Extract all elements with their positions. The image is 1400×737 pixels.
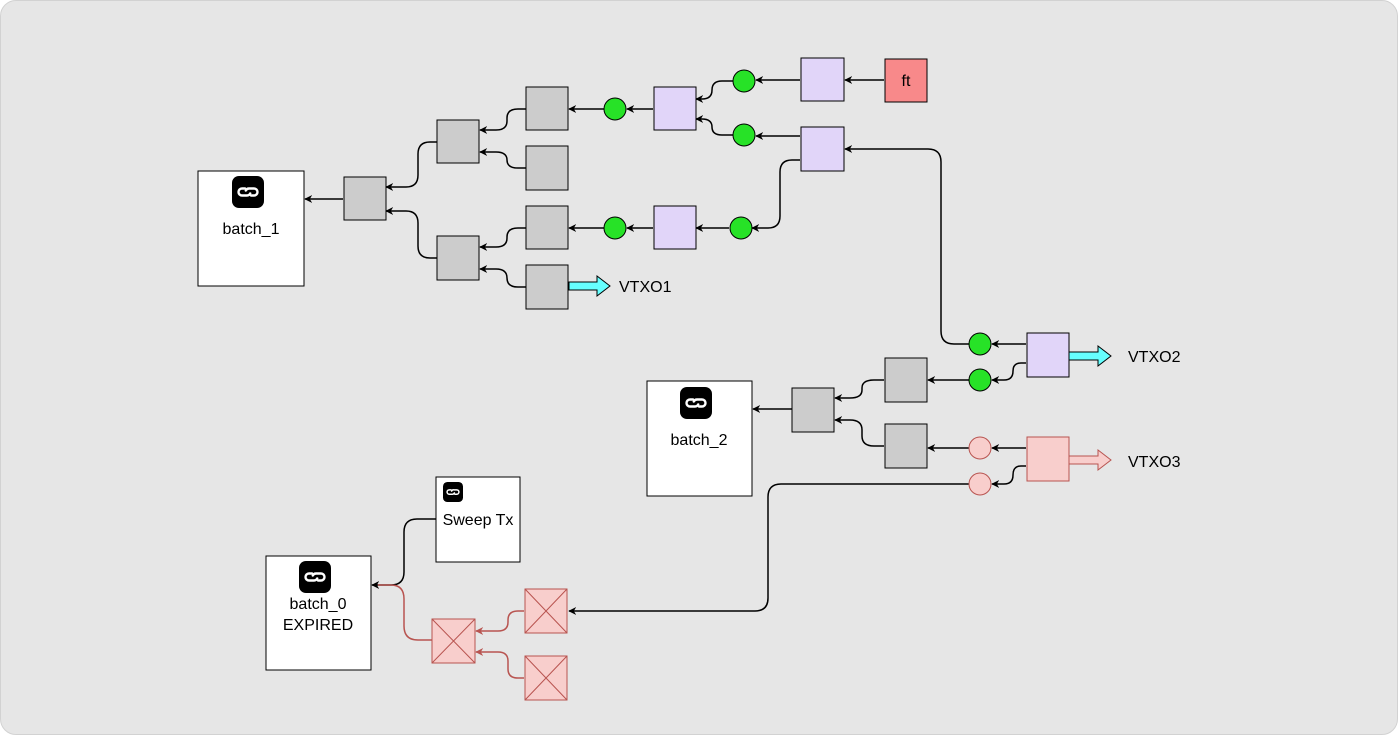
connector-nodes	[603, 69, 992, 392]
virtual-tx-node[interactable]	[800, 57, 845, 102]
edge	[479, 227, 526, 251]
tree-node[interactable]	[884, 423, 928, 469]
edge	[479, 108, 526, 134]
edge	[479, 148, 526, 169]
tree-node[interactable]	[525, 264, 569, 310]
expired-connector-node[interactable]	[968, 472, 992, 496]
vtxo-arrow-icon	[1068, 448, 1112, 472]
tree-nodes	[343, 86, 928, 469]
vtxo2-label: VTXO2	[1128, 349, 1181, 366]
tree-node[interactable]	[791, 387, 835, 433]
expired-tree-node[interactable]	[524, 655, 568, 701]
edge	[991, 362, 1026, 384]
batch0-edges	[371, 518, 524, 679]
vtxo2-output[interactable]: VTXO2	[1068, 344, 1181, 368]
tree-node[interactable]	[525, 86, 569, 131]
edge	[475, 610, 524, 635]
edge	[751, 159, 800, 232]
edge	[695, 80, 733, 103]
edge	[371, 518, 436, 589]
connector-node[interactable]	[603, 97, 627, 121]
batch-chain-link-icon	[678, 385, 714, 421]
vtxo3-output[interactable]: VTXO3	[1068, 448, 1181, 472]
connector-node[interactable]	[968, 332, 992, 356]
expired-tree-node[interactable]	[524, 588, 568, 634]
edge	[378, 584, 432, 641]
vtxo3-label: VTXO3	[1128, 454, 1181, 471]
batch-chain-link-icon	[442, 481, 464, 503]
connector-node[interactable]	[968, 368, 992, 392]
edge	[385, 141, 437, 191]
virtual-tx-nodes	[653, 57, 1070, 378]
virtual-tx-node[interactable]	[653, 205, 697, 250]
expired-connectors	[968, 436, 1070, 496]
expired-virtual-tx-node[interactable]	[1026, 436, 1070, 482]
tree-node[interactable]	[884, 357, 928, 403]
expired-connector-node[interactable]	[968, 436, 992, 460]
edge	[568, 483, 969, 615]
connector-node[interactable]	[732, 69, 756, 93]
edge	[991, 465, 1026, 488]
batch-0-node[interactable]: batch_0 EXPIRED	[265, 555, 372, 671]
connector-node[interactable]	[729, 216, 753, 240]
edge	[475, 648, 524, 679]
batch-1-node[interactable]: batch_1	[197, 170, 305, 287]
edge	[479, 265, 526, 288]
tree-node[interactable]	[436, 235, 480, 281]
sweep-tx-label: Sweep Tx	[443, 512, 514, 529]
batch-chain-link-icon	[230, 174, 266, 210]
vtxo-arrow-icon	[568, 274, 611, 298]
batch-0-status: EXPIRED	[283, 617, 353, 634]
virtual-tx-node[interactable]	[1026, 332, 1070, 378]
sweep-tx-node[interactable]: Sweep Tx	[435, 476, 521, 563]
forfeit-label: ft	[902, 73, 911, 90]
tree-node[interactable]	[436, 119, 480, 164]
edge	[385, 207, 437, 259]
forfeit-node[interactable]: ft	[884, 58, 928, 103]
edge	[834, 379, 884, 402]
batch-0-label: batch_0	[290, 596, 347, 613]
expired-tree-node[interactable]	[431, 618, 476, 664]
virtual-tx-node[interactable]	[653, 86, 697, 131]
expired-tree-nodes	[431, 588, 568, 701]
batch2-tree-edges	[568, 340, 1026, 615]
vtxo1-output[interactable]: VTXO1	[568, 274, 672, 298]
edge	[695, 115, 733, 136]
edge	[834, 416, 884, 447]
batch-2-label: batch_2	[671, 432, 728, 449]
tree-node[interactable]	[343, 176, 387, 221]
connector-node[interactable]	[603, 216, 627, 240]
edge	[844, 145, 969, 345]
batch-2-node[interactable]: batch_2	[646, 380, 753, 497]
batch1-tree-edges	[304, 76, 969, 345]
vtxo-arrow-icon	[1068, 344, 1112, 368]
tree-node[interactable]	[525, 205, 569, 250]
vtxo1-label: VTXO1	[619, 279, 672, 296]
batch-1-label: batch_1	[223, 221, 280, 238]
batch-chain-link-icon	[297, 559, 333, 595]
connector-node[interactable]	[732, 123, 756, 147]
virtual-tx-node[interactable]	[800, 126, 845, 172]
tree-node[interactable]	[525, 145, 569, 191]
